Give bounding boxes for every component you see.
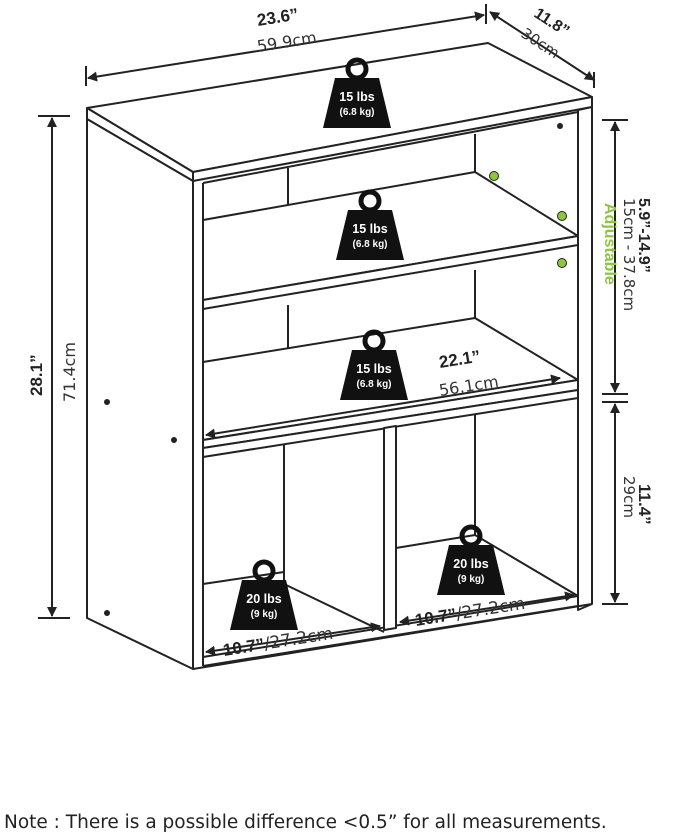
depth-dimension-line [489,11,595,81]
weight-cube-left-lbs: 20 lbs [246,592,281,606]
cube-divider [383,425,397,631]
weight-icon-upper-shelf: 15 lbs (6.8 kg) [336,189,404,260]
left-panel [86,118,194,670]
height-imperial-label: 28.1” [27,354,46,396]
pin-hole [557,258,567,268]
svg-text:10.7”/27.2cm: 10.7”/27.2cm [222,624,335,661]
pin-hole [557,211,567,221]
pin-hole [489,171,499,181]
cam-hole [557,123,563,129]
adjustable-imperial-label: 5.9”-14.9” [635,198,652,273]
cube-right-dimension-label: 10.7”/27.2cm [414,594,527,631]
width-imperial-label: 23.6” [256,5,300,30]
weight-upper-kg: (6.8 kg) [352,239,387,250]
cube-right-dimension-line [399,591,575,626]
weight-cube-right-lbs: 20 lbs [453,557,488,571]
width-metric-label: 59.9cm [256,28,318,56]
height-metric-label-visible: 71.4cm [60,342,79,402]
weight-upper-lbs: 15 lbs [352,222,387,236]
shelf-pin-holes [104,123,567,616]
measurement-footnote: Note : There is a possible difference <0… [4,812,607,833]
weight-icon-middle-shelf: 15 lbs (6.8 kg) [340,329,408,400]
right-panel [577,106,593,611]
lower-height-metric-label: 29cm [620,476,638,518]
lower-height-imperial-label: 11.4” [635,484,654,525]
cube-left-dimension-label: 10.7”/27.2cm [222,624,335,661]
upper-shelf-front [202,235,579,310]
svg-text:10.7”/27.2cm: 10.7”/27.2cm [414,594,527,631]
dimension-lines [38,4,628,656]
cam-hole [171,437,177,443]
weight-top-lbs: 15 lbs [339,90,374,104]
bookcase-outline [86,42,593,670]
weight-icon-top: 15 lbs (6.8 kg) [323,57,391,128]
adjustable-label: Adjustable [601,203,618,285]
weight-cube-right-kg: (9 kg) [458,574,485,585]
cam-hole [104,399,110,405]
adjustable-metric-label: 15cm - 37.8cm [620,198,638,311]
shelf-width-dimension-line [205,374,561,439]
cube-left-dimension-line [205,622,381,656]
weight-middle-kg: (6.8 kg) [356,379,391,390]
width-dimension-line [87,11,485,82]
weight-top-kg: (6.8 kg) [339,107,374,118]
weight-icon-cube-left: 20 lbs (9 kg) [230,559,298,630]
weight-middle-lbs: 15 lbs [356,362,391,376]
weight-cube-left-kg: (9 kg) [251,609,278,620]
weight-icon-cube-right: 20 lbs (9 kg) [437,524,505,595]
cam-hole [104,610,110,616]
